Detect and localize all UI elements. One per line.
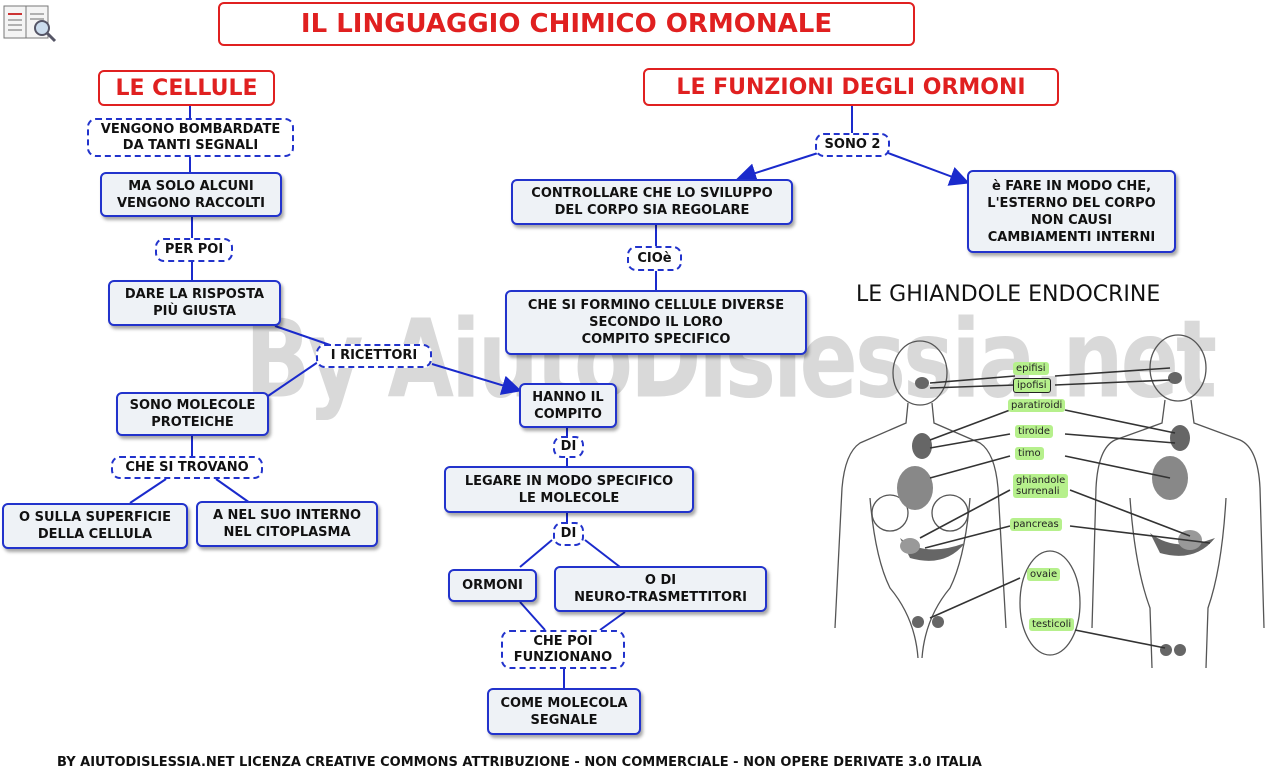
node-legare: LEGARE IN MODO SPECIFICO LE MOLECOLE bbox=[444, 466, 694, 513]
node-molecole-proteiche: SONO MOLECOLE PROTEICHE bbox=[116, 392, 269, 436]
label-ipofisi: ipofisi bbox=[1013, 378, 1051, 393]
label-ovaie: ovaie bbox=[1027, 568, 1061, 581]
label-timo: timo bbox=[1015, 447, 1044, 460]
node-bombardate: VENGONO BOMBARDATE DA TANTI SEGNALI bbox=[87, 118, 294, 157]
link-di-1: DI bbox=[553, 436, 584, 458]
link-ricettori: I RICETTORI bbox=[316, 344, 432, 368]
illustration-title: LE GHIANDOLE ENDOCRINE bbox=[856, 282, 1161, 307]
link-funzionano: CHE POI FUNZIONANO bbox=[501, 630, 625, 669]
label-surrenali: ghiandole surrenali bbox=[1013, 474, 1069, 498]
node-cellule-diverse: CHE SI FORMINO CELLULE DIVERSE SECONDO I… bbox=[505, 290, 807, 355]
node-molecola-segnale: COME MOLECOLA SEGNALE bbox=[487, 688, 641, 735]
link-di-2: DI bbox=[553, 522, 584, 546]
section-title-cellule: LE CELLULE bbox=[98, 70, 275, 106]
label-paratiroidi: paratiroidi bbox=[1008, 399, 1066, 412]
node-ormoni: ORMONI bbox=[448, 569, 537, 602]
node-risposta: DARE LA RISPOSTA PIÙ GIUSTA bbox=[108, 280, 281, 326]
label-pancreas: pancreas bbox=[1010, 518, 1062, 531]
license-footer: BY AIUTODISLESSIA.NET LICENZA CREATIVE C… bbox=[57, 755, 982, 770]
node-neurotrasmettitori: O DI NEURO-TRASMETTITORI bbox=[554, 566, 767, 612]
node-esterno-corpo: è FARE IN MODO CHE, L'ESTERNO DEL CORPO … bbox=[967, 170, 1176, 253]
label-epifisi: epifisi bbox=[1013, 362, 1049, 375]
node-sviluppo: CONTROLLARE CHE LO SVILUPPO DEL CORPO SI… bbox=[511, 179, 793, 225]
node-superficie: O SULLA SUPERFICIE DELLA CELLULA bbox=[2, 503, 188, 549]
link-cioe: CIOè bbox=[627, 246, 682, 271]
endocrine-illustration: epifisi ipofisi paratiroidi tiroide timo… bbox=[830, 328, 1270, 683]
link-sono-2: SONO 2 bbox=[815, 133, 890, 157]
node-hanno-compito: HANNO IL COMPITO bbox=[519, 383, 617, 428]
page-title: IL LINGUAGGIO CHIMICO ORMONALE bbox=[218, 2, 915, 46]
link-si-trovano: CHE SI TROVANO bbox=[111, 456, 263, 479]
node-alcuni-raccolti: MA SOLO ALCUNI VENGONO RACCOLTI bbox=[100, 172, 282, 217]
node-citoplasma: A NEL SUO INTERNO NEL CITOPLASMA bbox=[196, 501, 378, 547]
book-magnifier-icon bbox=[2, 2, 58, 44]
label-tiroide: tiroide bbox=[1015, 425, 1053, 438]
label-testicoli: testicoli bbox=[1029, 618, 1075, 631]
section-title-funzioni: LE FUNZIONI DEGLI ORMONI bbox=[643, 68, 1059, 106]
link-per-poi: PER POI bbox=[155, 238, 233, 262]
